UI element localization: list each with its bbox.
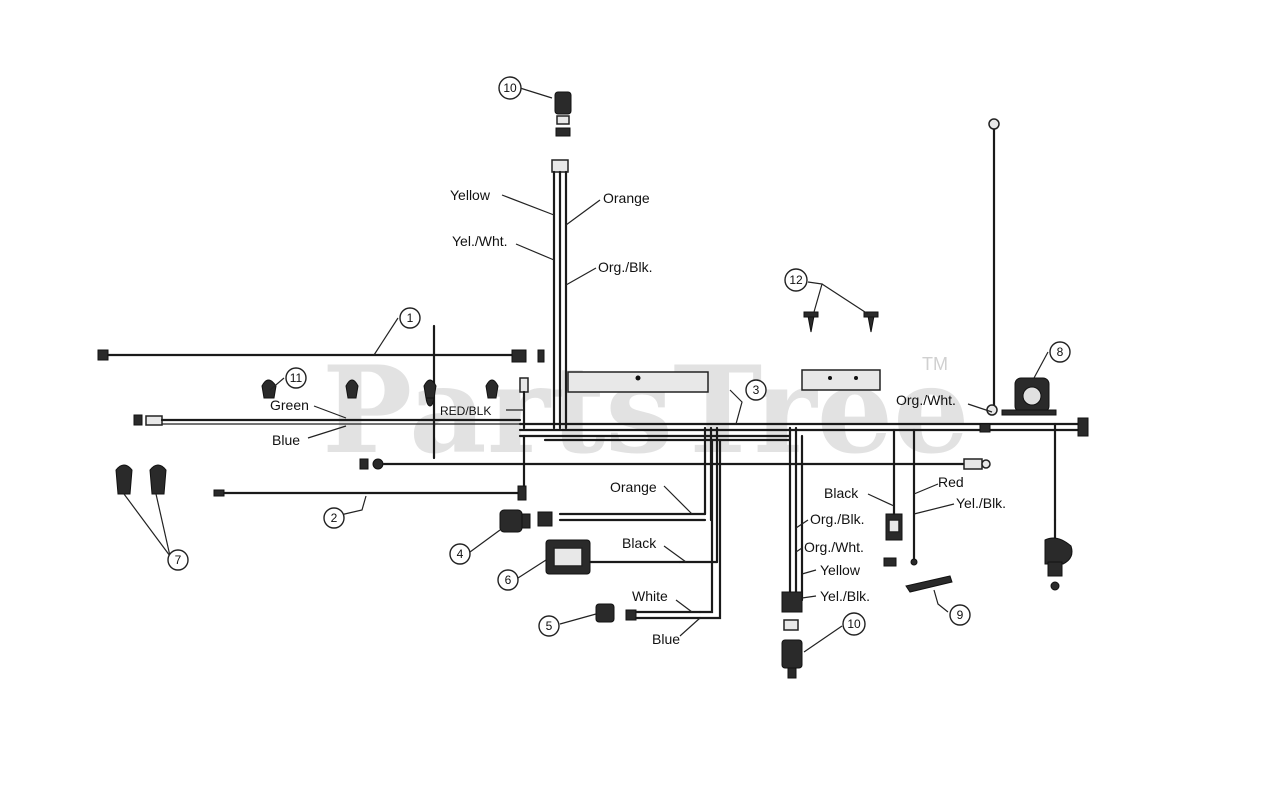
right-vertical-lead (986, 118, 1000, 416)
label-green: Green (270, 397, 309, 413)
svg-text:12: 12 (789, 273, 803, 287)
svg-text:2: 2 (331, 511, 338, 525)
label-white: White (632, 588, 668, 604)
label-orange-top: Orange (603, 190, 650, 206)
callout-10-bottom: 10 (842, 612, 866, 636)
diode-module (883, 428, 918, 567)
pto-switch (595, 438, 722, 623)
callout-6: 6 (497, 569, 519, 591)
callout-2: 2 (323, 507, 345, 529)
label-blue-left: Blue (272, 432, 300, 448)
callout-8: 8 (1049, 341, 1071, 363)
left-harness-wire-3 (359, 458, 991, 470)
label-red-blk: RED/BLK (440, 404, 491, 418)
brake-lever (905, 575, 953, 593)
label-org-blk-top: Org./Blk. (598, 259, 652, 275)
short-lead-2 (213, 485, 527, 501)
callout-5: 5 (538, 615, 560, 637)
leader-lines (123, 87, 1049, 653)
label-org-blk-mid: Org./Blk. (810, 511, 864, 527)
watermark-trademark: TM (922, 354, 948, 374)
svg-text:3: 3 (753, 383, 760, 397)
label-yellow-top: Yellow (450, 187, 491, 203)
callout-11: 11 (285, 367, 307, 389)
svg-text:6: 6 (505, 573, 512, 587)
svg-text:10: 10 (847, 617, 861, 631)
label-yel-blk-mid: Yel./Blk. (820, 588, 870, 604)
ignition-switch-top (554, 91, 572, 137)
svg-text:11: 11 (290, 371, 303, 385)
label-yel-blk-right: Yel./Blk. (956, 495, 1006, 511)
lamp-sockets (115, 379, 499, 495)
label-black-right: Black (824, 485, 859, 501)
label-red-right: Red (938, 474, 964, 490)
callout-4: 4 (449, 543, 471, 565)
screws (803, 311, 879, 333)
main-horizontal-harness (518, 417, 1089, 602)
callout-9: 9 (949, 604, 971, 626)
callout-3: 3 (745, 379, 767, 401)
left-harness-wire-1 (97, 349, 545, 363)
svg-text:7: 7 (175, 553, 182, 567)
label-org-wht-mid: Org./Wht. (804, 539, 864, 555)
right-connector (1044, 518, 1073, 591)
green-blue-wire (133, 414, 522, 426)
svg-text:5: 5 (546, 619, 553, 633)
solenoid (1001, 377, 1057, 416)
callout-10-top: 10 (498, 76, 522, 100)
callout-12: 12 (784, 268, 808, 292)
callouts: 1 2 3 4 5 6 7 8 (167, 76, 1071, 637)
ignition-switch-bottom (781, 591, 803, 679)
wire-labels: Yellow Orange Yel./Wht. Org./Blk. Green … (270, 187, 1006, 647)
label-blue-bottom: Blue (652, 631, 680, 647)
callout-7: 7 (167, 549, 189, 571)
label-org-wht-right: Org./Wht. (896, 392, 956, 408)
watermark-text: PartsTree (322, 340, 969, 481)
top-vertical-harness (551, 159, 569, 430)
label-yel-wht-top: Yel./Wht. (452, 233, 508, 249)
svg-text:9: 9 (957, 608, 964, 622)
svg-text:1: 1 (407, 311, 414, 325)
callout-1: 1 (399, 307, 421, 329)
svg-text:10: 10 (503, 81, 517, 95)
label-black-mid: Black (622, 535, 657, 551)
label-yellow-mid: Yellow (820, 562, 861, 578)
label-orange-mid: Orange (610, 479, 657, 495)
mounting-plates (567, 369, 881, 393)
svg-text:4: 4 (457, 547, 464, 561)
svg-text:8: 8 (1057, 345, 1064, 359)
control-module (545, 426, 719, 575)
